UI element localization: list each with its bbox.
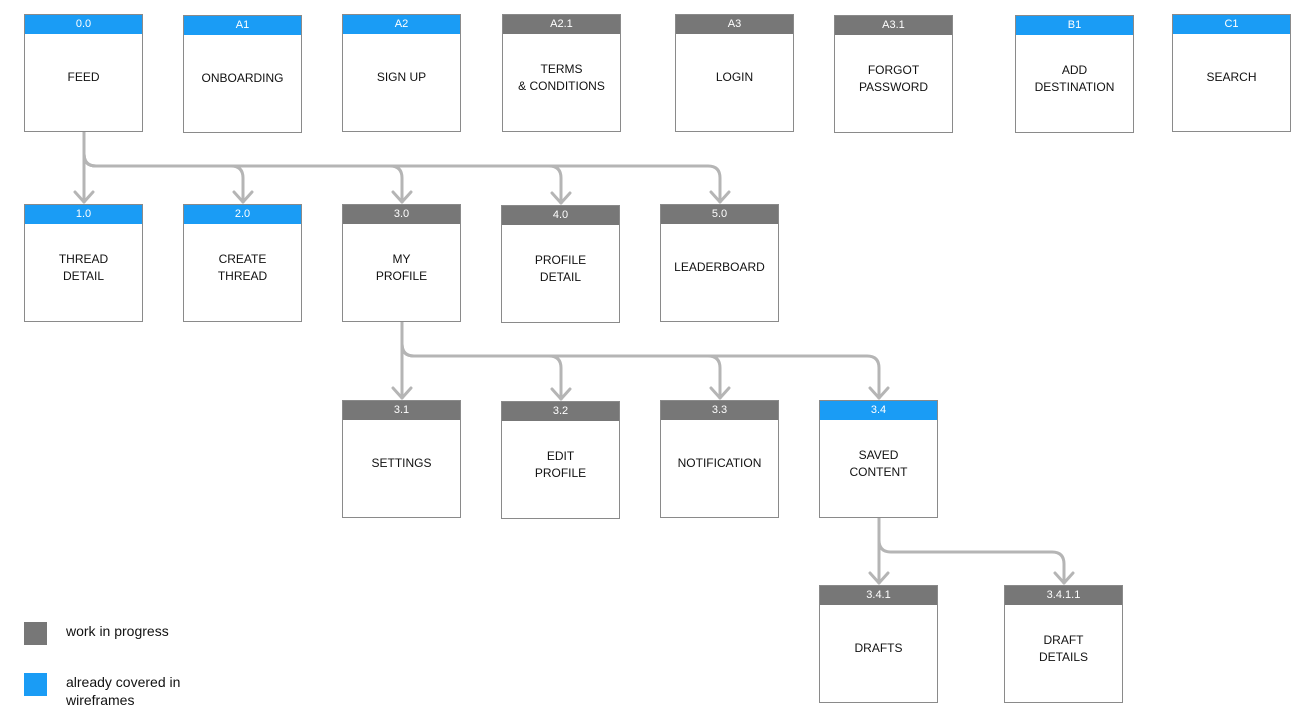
node-title: SEARCH — [1206, 70, 1257, 84]
node-title: ONBOARDING — [201, 71, 284, 85]
node-title: DRAFT DETAILS — [1038, 632, 1089, 664]
node-id-label: A2 — [343, 15, 460, 34]
node-title: EDIT PROFILE — [534, 448, 587, 480]
arrowhead-icon — [868, 386, 890, 400]
legend-already-covered: already covered in wireframes — [24, 673, 226, 709]
node-id-label: 4.0 — [502, 206, 619, 225]
node-title: PROFILE DETAIL — [534, 252, 587, 284]
connector-0-0-to-5-0 — [82, 130, 722, 204]
node-title: CREATE THREAD — [217, 251, 268, 283]
node-id-label: 3.3 — [661, 401, 778, 420]
arrowhead-icon — [232, 190, 254, 204]
node-id-label: 3.4.1 — [820, 586, 937, 605]
node-title: DRAFTS — [854, 641, 903, 655]
node-id-label: A3.1 — [835, 16, 952, 35]
node-title: NOTIFICATION — [677, 456, 762, 470]
node-id-label: A2.1 — [503, 15, 620, 34]
arrowhead-icon — [550, 387, 572, 401]
node-id-label: 2.0 — [184, 205, 301, 224]
legend-work-in-progress: work in progress — [24, 622, 226, 645]
arrowhead-icon — [391, 386, 413, 400]
node-id-label: 3.0 — [343, 205, 460, 224]
node-title: SETTINGS — [371, 456, 432, 470]
node-title: THREAD DETAIL — [58, 251, 109, 283]
legend-label-done: already covered in wireframes — [66, 674, 181, 708]
node-id-label: A3 — [676, 15, 793, 34]
arrowhead-icon — [868, 571, 890, 585]
arrowhead-icon — [709, 386, 731, 400]
node-id-label: 0.0 — [25, 15, 142, 34]
node-title: MY PROFILE — [375, 251, 428, 283]
node-id-label: B1 — [1016, 16, 1133, 35]
node-title: TERMS & CONDITIONS — [518, 61, 605, 93]
legend-swatch-blue — [24, 673, 47, 696]
node-title: LEADERBOARD — [674, 260, 765, 274]
node-title: SIGN UP — [376, 70, 427, 84]
node-id-label: 5.0 — [661, 205, 778, 224]
arrowhead-icon — [73, 190, 95, 204]
connector-3-0-to-3-2 — [400, 320, 563, 401]
node-id-label: 1.0 — [25, 205, 142, 224]
node-id-label: 3.4.1.1 — [1005, 586, 1122, 605]
node-3-0: 3.0 MY PROFILE — [342, 204, 461, 322]
arrowhead-icon — [550, 191, 572, 205]
node-title: FORGOT PASSWORD — [858, 62, 929, 94]
node-id-label: 3.2 — [502, 402, 619, 421]
arrowhead-icon — [391, 190, 413, 204]
connector-3-0-to-3-4 — [400, 320, 881, 400]
node-id-label: A1 — [184, 16, 301, 35]
node-id-label: 3.1 — [343, 401, 460, 420]
legend-label-wip: work in progress — [66, 623, 169, 639]
node-title: SAVED CONTENT — [849, 447, 908, 479]
connector-3-4-to-3-4-1-1 — [877, 516, 1066, 585]
node-title: ADD DESTINATION — [1034, 62, 1115, 94]
arrowhead-icon — [709, 190, 731, 204]
node-title: FEED — [67, 70, 100, 84]
arrowhead-icon — [1053, 571, 1075, 585]
node-id-label: 3.4 — [820, 401, 937, 420]
legend-swatch-gray — [24, 622, 47, 645]
node-id-label: C1 — [1173, 15, 1290, 34]
node-title: LOGIN — [715, 70, 754, 84]
